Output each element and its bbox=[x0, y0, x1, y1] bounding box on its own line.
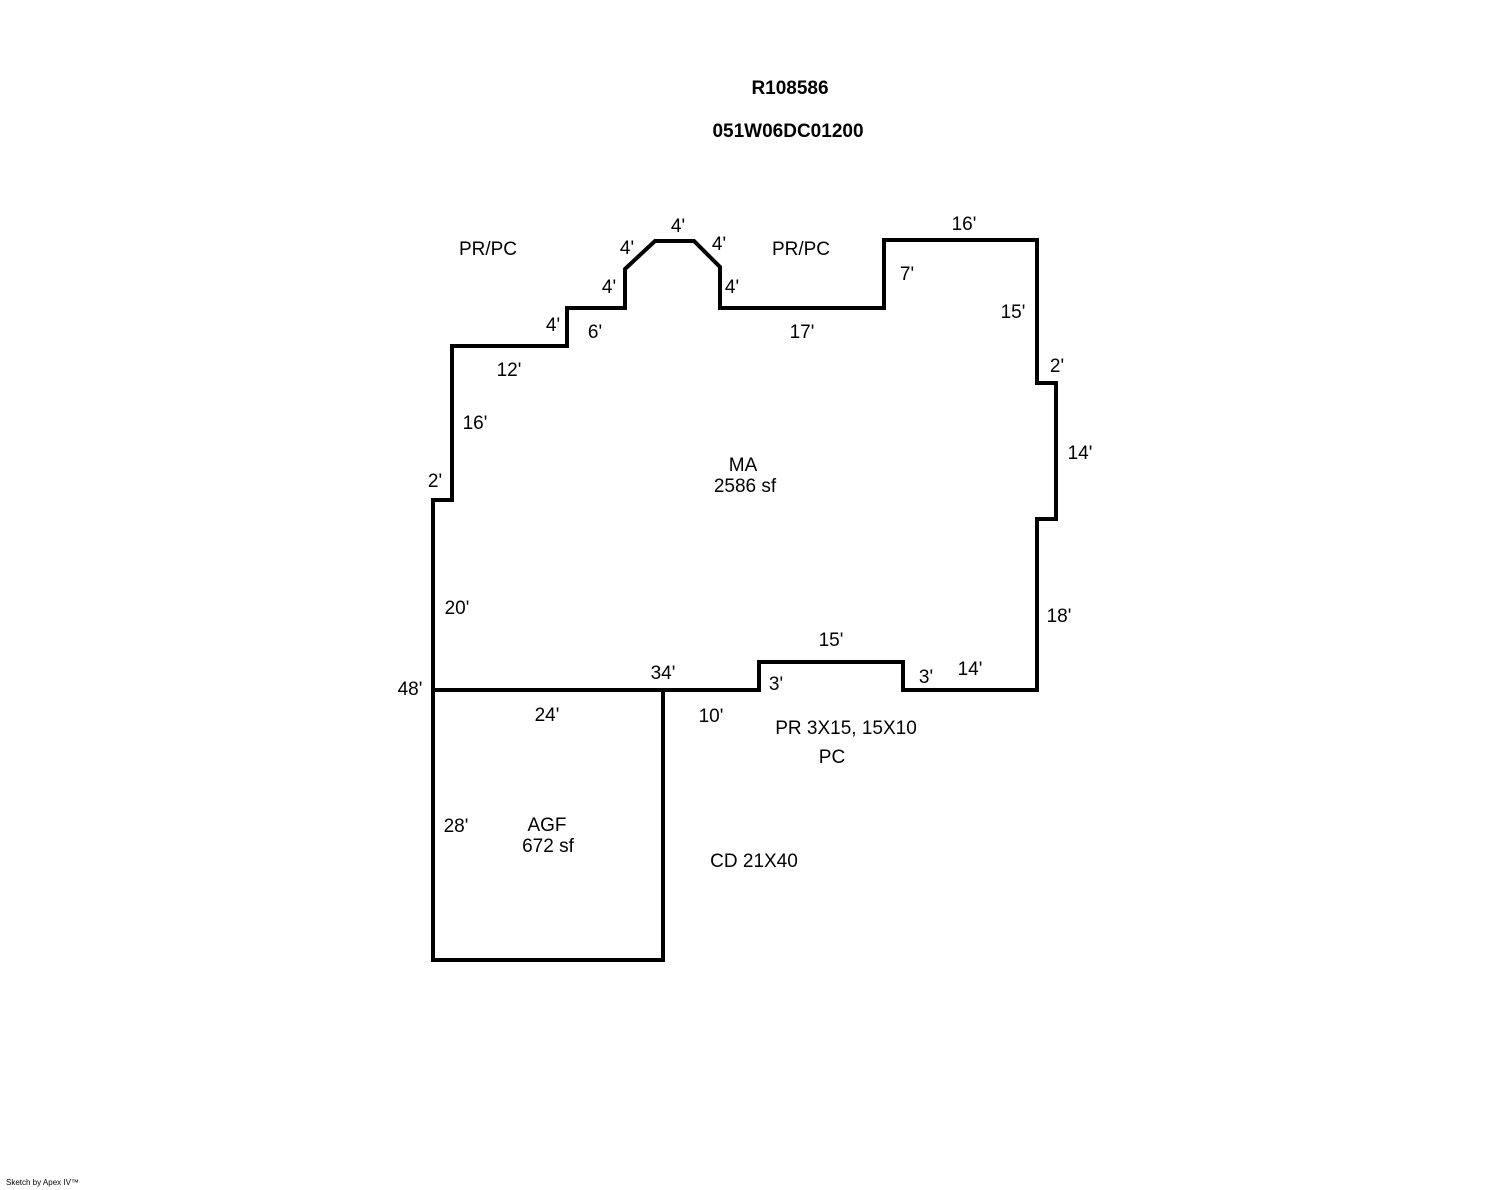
record-id: R108586 bbox=[751, 78, 828, 99]
porch-rear-label-2: PC bbox=[819, 747, 845, 768]
dimension-label: 18' bbox=[1047, 606, 1072, 627]
sketch-credit: Sketch by Apex IV™ bbox=[6, 1178, 79, 1187]
dimension-label: 34' bbox=[651, 663, 676, 684]
dimension-label: 4' bbox=[620, 238, 634, 259]
dimension-label: 3' bbox=[769, 674, 783, 695]
dimension-label: 7' bbox=[900, 264, 914, 285]
dimension-label: 15' bbox=[819, 630, 844, 651]
main-area-size: 2586 sf bbox=[714, 476, 777, 497]
garage-outline bbox=[431, 688, 665, 962]
main-area-outline bbox=[431, 238, 1058, 692]
dimension-label: 16' bbox=[463, 413, 488, 434]
dimension-label: 14' bbox=[958, 659, 983, 680]
dimension-label: 6' bbox=[588, 322, 602, 343]
dimension-label: 16' bbox=[952, 214, 977, 235]
dimension-label: 2' bbox=[428, 471, 442, 492]
porch-left-label: PR/PC bbox=[459, 239, 517, 260]
dimension-label: 2' bbox=[1050, 356, 1064, 377]
dimension-label: 48' bbox=[398, 679, 423, 700]
porch-top-label: PR/PC bbox=[772, 239, 830, 260]
main-area-code: MA bbox=[729, 455, 758, 476]
dimension-label: 28' bbox=[444, 816, 469, 837]
dimension-label: 15' bbox=[1001, 302, 1026, 323]
dimension-label: 10' bbox=[699, 706, 724, 727]
porch-rear-label: PR 3X15, 15X10 bbox=[775, 718, 917, 739]
dimension-label: 17' bbox=[790, 322, 815, 343]
dimension-label: 4' bbox=[602, 277, 616, 298]
garage-code: AGF bbox=[527, 815, 566, 836]
dimension-label: 20' bbox=[445, 598, 470, 619]
dimension-label: 14' bbox=[1068, 443, 1093, 464]
dimension-label: 3' bbox=[919, 667, 933, 688]
deck-label: CD 21X40 bbox=[710, 851, 798, 872]
dimension-label: 4' bbox=[546, 315, 560, 336]
garage-size: 672 sf bbox=[522, 836, 574, 857]
dimension-label: 12' bbox=[497, 360, 522, 381]
dimension-label: 4' bbox=[725, 277, 739, 298]
dimension-label: 24' bbox=[535, 705, 560, 726]
dimension-label: 4' bbox=[671, 216, 685, 237]
parcel-number: 051W06DC01200 bbox=[712, 121, 863, 142]
dimension-label: 4' bbox=[712, 234, 726, 255]
dimension-labels: 4' 4' 4' 4' 4' 4' 6' 12' 16' 2' 20' 48' … bbox=[398, 214, 1093, 837]
